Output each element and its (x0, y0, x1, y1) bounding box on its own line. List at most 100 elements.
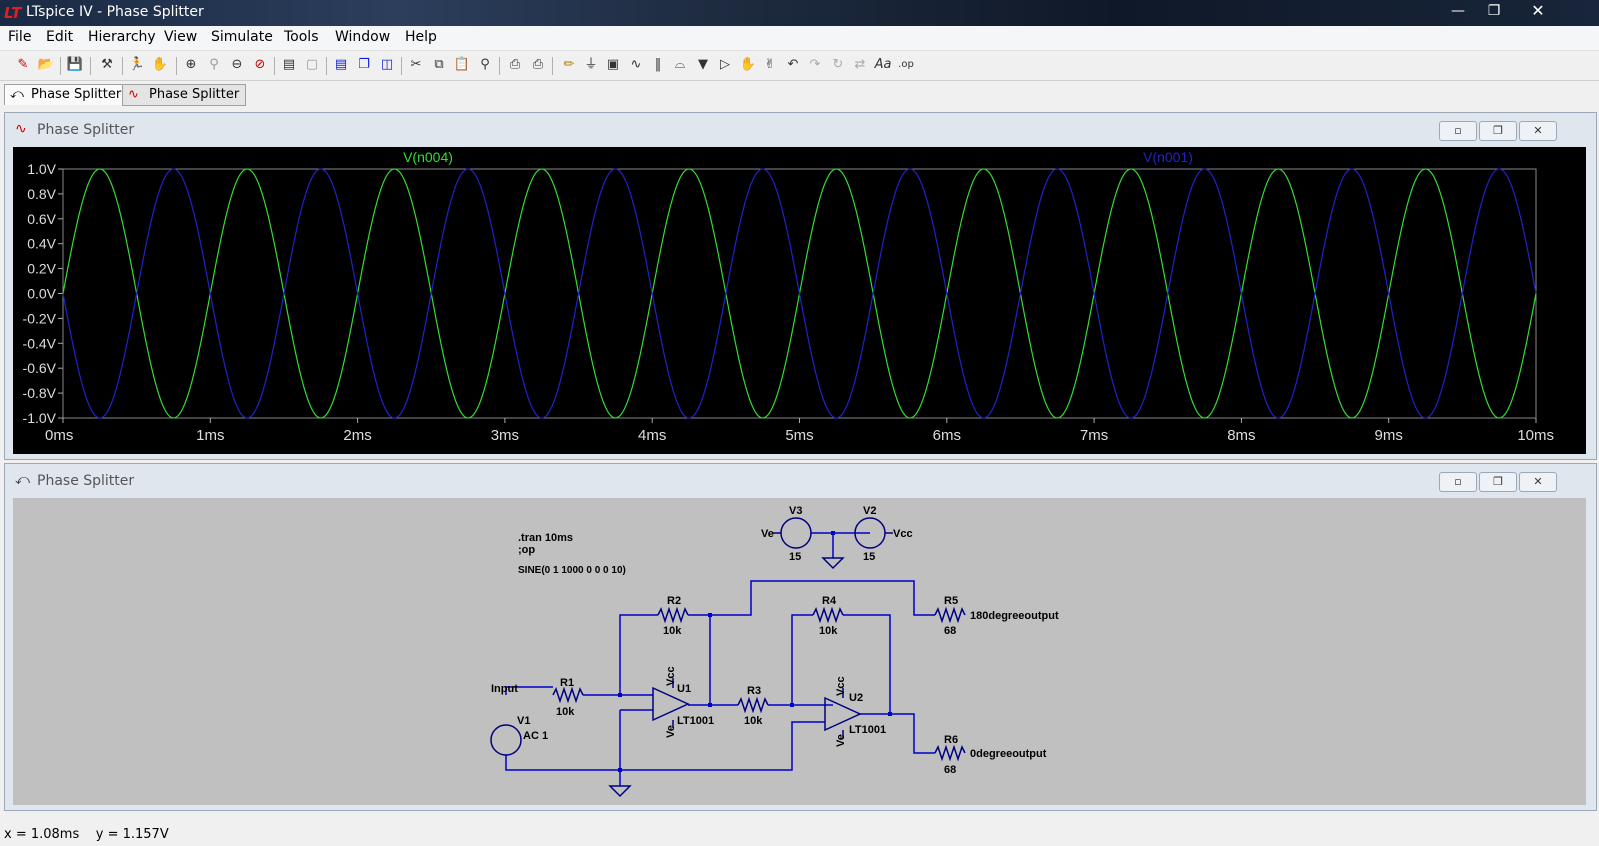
diode-icon[interactable]: ▼ (698, 57, 708, 72)
schematic-drawing[interactable]: .tran 10ms ;op SINE(0 1 1000 0 0 0 10) V… (13, 498, 1586, 805)
maximize-icon[interactable]: ❐ (1487, 3, 1501, 19)
cursor-readout: x = 1.08ms y = 1.157V (4, 827, 169, 842)
panel-minimize-button[interactable]: ▫ (1439, 121, 1477, 141)
ground-symbol (821, 557, 845, 570)
panel-title: Phase Splitter (37, 122, 135, 138)
print-icon[interactable]: ⎙ (532, 57, 544, 72)
toolbar: ✎ 📂 💾 ⚒ 🏃 ✋ ⊕ ⚲ ⊖ ⊘ ▤ ▢ ▤ ❐ ◫ ✂ ⧉ 📋 ⚲ ⎙ … (0, 52, 1599, 81)
v3-value: 15 (789, 551, 801, 563)
menu-file[interactable]: File (8, 29, 32, 45)
y-tick-label: 0.2V (27, 261, 56, 277)
junctions (618, 531, 892, 772)
panel-close-button[interactable]: ✕ (1519, 121, 1557, 141)
tab-waveform[interactable]: ∿ Phase Splitter (122, 84, 247, 106)
drag-icon[interactable]: ✌ (764, 57, 776, 72)
tile-horizontal-icon[interactable]: ▤ (334, 57, 348, 72)
x-tick-label: 0ms (45, 427, 73, 444)
panel-maximize-button[interactable]: ❐ (1479, 121, 1517, 141)
ground-icon[interactable]: ⏚ (584, 57, 598, 72)
x-tick-label: 7ms (1080, 427, 1108, 444)
zoom-cancel-icon[interactable]: ⊘ (254, 57, 266, 72)
r3-name: R3 (747, 685, 761, 697)
legend-label: V(n001) (1143, 149, 1193, 165)
inductor-icon[interactable]: ⌓ (674, 57, 686, 72)
zoom-out-icon[interactable]: ⊖ (231, 57, 243, 72)
panel-maximize-button[interactable]: ❐ (1479, 472, 1517, 492)
menu-hierarchy[interactable]: Hierarchy (88, 29, 156, 45)
r6-name: R6 (944, 734, 958, 746)
toolbar-separator (176, 57, 177, 75)
component-icon[interactable]: ▷ (720, 57, 730, 72)
copy-icon[interactable]: ⧉ (434, 57, 444, 72)
zoom-in-icon[interactable]: ⊕ (185, 57, 197, 72)
menu-tools[interactable]: Tools (284, 29, 319, 45)
menu-window[interactable]: Window (335, 29, 391, 45)
y-tick-label: -0.8V (23, 385, 57, 401)
r1-name: R1 (560, 677, 574, 689)
minimize-icon[interactable]: — (1451, 3, 1465, 19)
waveform-chart[interactable]: 1.0V0.8V0.6V0.4V0.2V0.0V-0.2V-0.4V-0.6V-… (13, 147, 1586, 454)
menu-help[interactable]: Help (405, 29, 437, 45)
halt-icon[interactable]: ✋ (151, 57, 169, 72)
y-tick-label: 1.0V (27, 161, 56, 177)
v3-net-label: Ve (761, 528, 774, 540)
status-bar: x = 1.08ms y = 1.157V (0, 826, 1599, 846)
y-tick-label: -1.0V (23, 410, 57, 426)
schematic-icon: ⤺ (15, 472, 30, 488)
open-icon[interactable]: 📂 (37, 57, 55, 72)
menu-simulate[interactable]: Simulate (211, 29, 273, 45)
y-tick-label: -0.4V (23, 335, 57, 351)
rotate-icon[interactable]: ↻ (832, 57, 844, 72)
window-title: LTspice IV - Phase Splitter (26, 4, 204, 20)
source-v3 (780, 517, 812, 549)
y-tick-label: -0.2V (23, 310, 57, 326)
find-icon[interactable]: ⚲ (480, 57, 490, 72)
tile-vertical-icon[interactable]: ◫ (380, 57, 394, 72)
schematic-canvas[interactable]: .tran 10ms ;op SINE(0 1 1000 0 0 0 10) V… (13, 498, 1586, 805)
resistor-icon[interactable]: ∿ (630, 57, 642, 72)
save-icon[interactable]: 💾 (66, 57, 84, 72)
text-icon[interactable]: Aa (874, 57, 892, 72)
spice-directive-icon[interactable]: .op (898, 59, 914, 70)
cascade-icon[interactable]: ❐ (358, 57, 370, 72)
menu-edit[interactable]: Edit (46, 29, 74, 45)
wires (505, 532, 935, 786)
x-tick-label: 3ms (491, 427, 519, 444)
paste-icon[interactable]: 📋 (453, 57, 471, 72)
u1-ve-label: Ve (665, 725, 677, 738)
run-icon[interactable]: 🏃 (128, 57, 146, 72)
labels: .tran 10ms ;op SINE(0 1 1000 0 0 0 10) V… (491, 505, 1059, 776)
y-tick-label: 0.4V (27, 236, 56, 252)
undo-icon[interactable]: ↶ (787, 57, 799, 72)
tab-schematic[interactable]: ⤺ Phase Splitter (4, 84, 129, 105)
zoom-full-icon[interactable]: ⚲ (209, 57, 219, 72)
label-icon[interactable]: ▣ (606, 57, 620, 72)
document-tabs: ⤺ Phase Splitter ∿ Phase Splitter (0, 82, 1599, 106)
panel-minimize-button[interactable]: ▫ (1439, 472, 1477, 492)
panel-close-button[interactable]: ✕ (1519, 472, 1557, 492)
redo-icon[interactable]: ↷ (809, 57, 821, 72)
cut-icon[interactable]: ✂ (410, 57, 422, 72)
waveform-icon: ∿ (15, 121, 27, 137)
mirror-icon[interactable]: ⇄ (854, 57, 866, 72)
ltspice-logo-icon: LT (4, 4, 22, 22)
menu-view[interactable]: View (164, 29, 198, 45)
u2-part: LT1001 (849, 724, 886, 736)
r4-value: 10k (819, 625, 838, 637)
v2-name: V2 (863, 505, 876, 517)
control-panel-icon[interactable]: ⚒ (101, 57, 113, 72)
delete-traces-icon[interactable]: ▢ (305, 57, 319, 72)
move-icon[interactable]: ✋ (739, 57, 757, 72)
print-preview-icon[interactable]: ⎙ (509, 57, 521, 72)
r2-value: 10k (663, 625, 682, 637)
close-icon[interactable]: ✕ (1531, 1, 1545, 20)
toolbar-separator (122, 57, 123, 75)
v2-value: 15 (863, 551, 875, 563)
capacitor-icon[interactable]: ‖ (654, 57, 662, 72)
net-input: Input (491, 683, 518, 695)
autorange-icon[interactable]: ▤ (282, 57, 296, 72)
wire-icon[interactable]: ✏ (563, 57, 575, 72)
new-schematic-icon[interactable]: ✎ (17, 57, 29, 72)
